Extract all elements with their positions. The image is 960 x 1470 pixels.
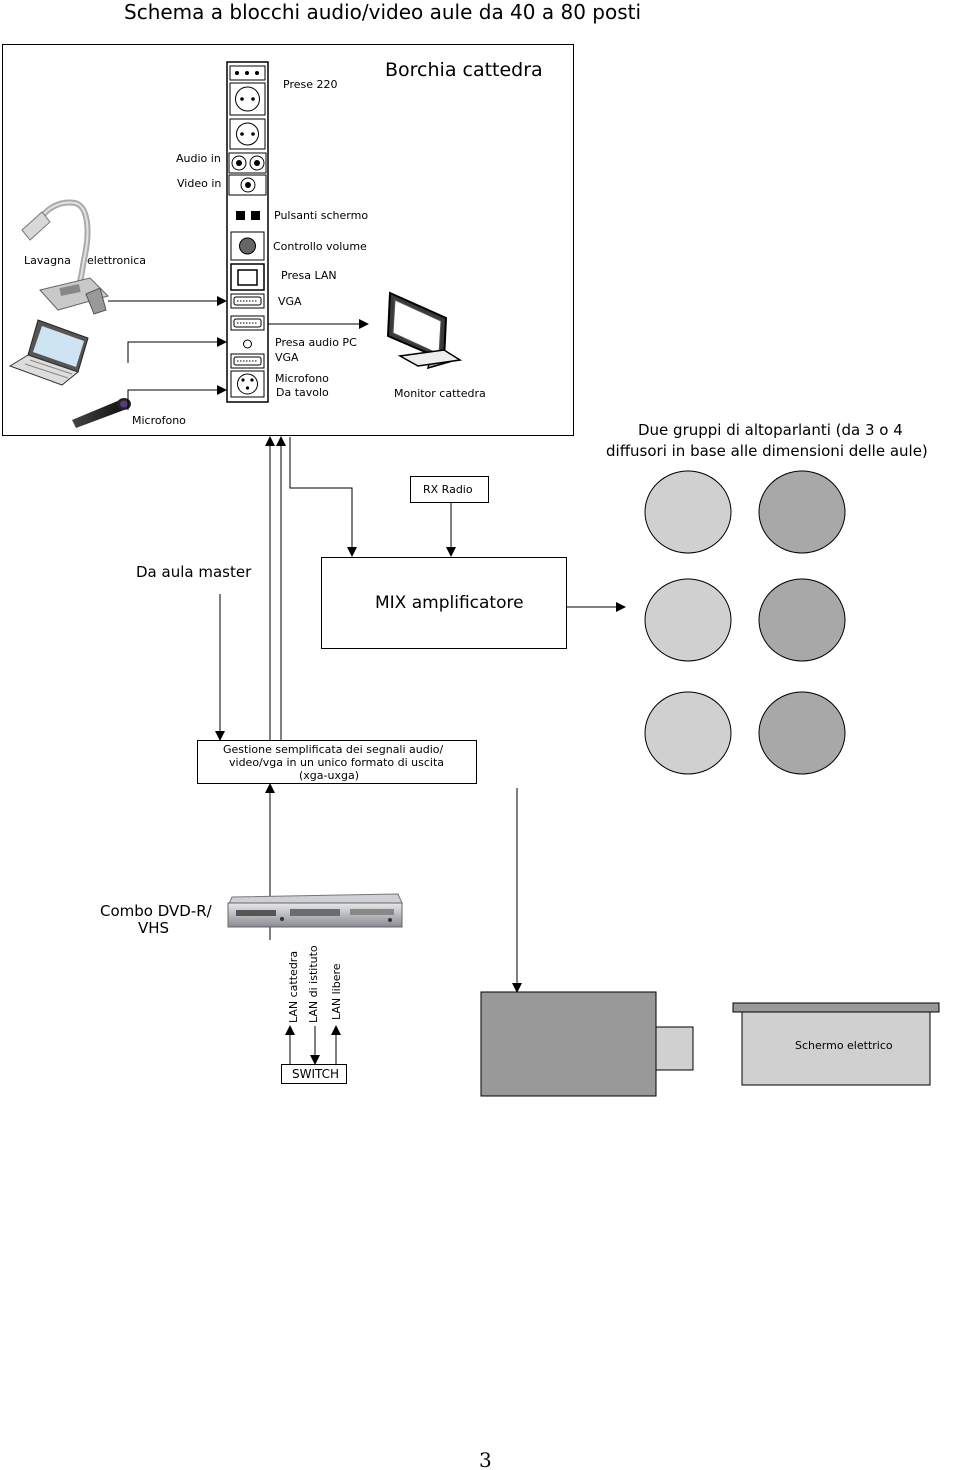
lan-socket-icon [230, 263, 265, 291]
vga-connector-icon [230, 293, 265, 309]
rca-video-icon [228, 174, 267, 196]
borchia-panel [226, 61, 269, 403]
speaker-icon [758, 691, 846, 775]
vga-connector-icon [230, 315, 265, 331]
label-lavagna: Lavagna [24, 254, 71, 267]
microphone-icon [72, 398, 131, 428]
speaker-icon [644, 470, 732, 554]
speaker-icon [644, 691, 732, 775]
screen-buttons-icon [236, 211, 260, 220]
label-lan-libere: LAN libere [330, 963, 343, 1020]
speaker-icon [644, 578, 732, 662]
speakers-heading-line2: diffusori in base alle dimensioni delle … [606, 442, 928, 460]
audio-jack-icon [243, 339, 252, 349]
connection-lines [108, 296, 369, 410]
dvd-vhs-icon [227, 893, 403, 928]
label-lan-istituto: LAN di istituto [307, 945, 320, 1023]
label-da-aula-master: Da aula master [136, 563, 252, 581]
label-monitor-cattedra: Monitor cattedra [394, 387, 486, 400]
socket-220-icon [229, 82, 266, 116]
socket-220-icon [229, 118, 266, 150]
label-rx-radio: RX Radio [423, 483, 473, 496]
label-switch: SWITCH [292, 1067, 340, 1081]
label-mix-amplificatore: MIX amplificatore [375, 593, 524, 613]
label-gestione-2: video/vga in un unico formato di uscita [229, 756, 445, 769]
speakers-group [644, 470, 846, 775]
label-gestione-3: (xga-uxga) [299, 769, 359, 782]
label-pulsanti-schermo: Pulsanti schermo [274, 209, 369, 222]
label-vga-1: VGA [278, 295, 302, 308]
speaker-icon [758, 470, 846, 554]
label-video-in: Video in [177, 177, 222, 190]
label-prese-220: Prese 220 [283, 78, 338, 91]
switch-box [281, 1064, 347, 1084]
label-presa-lan: Presa LAN [281, 269, 337, 282]
label-controllo-volume: Controllo volume [273, 240, 367, 253]
rca-audio-icon [228, 152, 267, 174]
speaker-icon [758, 578, 846, 662]
signal-lines [215, 436, 626, 1065]
label-gestione-1: Gestione semplificata dei segnali audio/ [223, 743, 444, 756]
label-microfono: Microfono [132, 414, 186, 427]
borchia-frame [2, 44, 574, 436]
electric-screen-icon [732, 1002, 940, 1086]
label-lan-cattedra: LAN cattedra [287, 950, 300, 1023]
xlr-socket-icon [230, 370, 265, 398]
label-audio-in: Audio in [176, 152, 221, 165]
page-title: Schema a blocchi audio/video aule da 40 … [124, 0, 642, 24]
label-vga-2: VGA [275, 351, 299, 364]
volume-knob-icon [230, 231, 265, 261]
vga-connector-icon [230, 353, 265, 369]
label-microfono-tavolo-1: Microfono [275, 372, 329, 385]
label-dvd-1: Combo DVD-R/ [100, 902, 212, 920]
speakers-heading-line1: Due gruppi di altoparlanti (da 3 o 4 [638, 421, 903, 439]
laptop-icon [8, 319, 89, 386]
projector-icon [480, 991, 694, 1097]
label-elettronica: elettronica [87, 254, 147, 267]
mix-amplificatore-box [321, 557, 567, 649]
label-microfono-tavolo-2: Da tavolo [276, 386, 329, 399]
page-number: 3 [479, 1448, 492, 1470]
document-camera-icon [21, 199, 109, 315]
label-schermo-elettrico: Schermo elettrico [795, 1039, 893, 1052]
gestione-segnali-box [197, 740, 477, 784]
label-dvd-2: VHS [138, 919, 170, 937]
borchia-title: Borchia cattedra [385, 59, 543, 81]
label-presa-audio-pc: Presa audio PC [275, 336, 357, 349]
rx-radio-box [410, 476, 489, 503]
monitor-icon [386, 291, 463, 370]
